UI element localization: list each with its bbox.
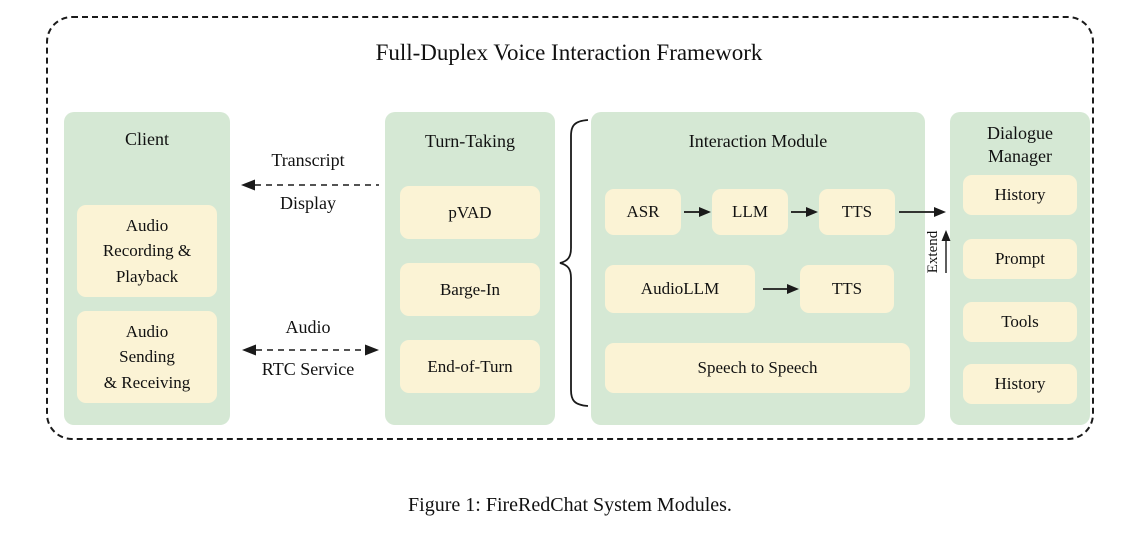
end-of-turn-box: End-of-Turn (400, 340, 540, 393)
pvad-box: pVAD (400, 186, 540, 239)
tts-box-row1: TTS (819, 189, 895, 235)
interaction-module-title: Interaction Module (688, 131, 828, 151)
turn-taking-panel-title: Turn-Taking (424, 131, 516, 151)
dialogue-manager-title: Dialogue Manager (987, 123, 1053, 167)
framework-dashed-border (46, 16, 1094, 440)
transcript-label: Transcript (271, 150, 345, 170)
barge-in-box: Barge-In (400, 263, 540, 316)
speech-to-speech-box: Speech to Speech (605, 343, 910, 393)
extend-label: Extend (925, 230, 941, 274)
prompt-box: Prompt (963, 239, 1077, 279)
history-box-1: History (963, 175, 1077, 215)
rtc-service-label: RTC Service (261, 359, 355, 379)
audio-label: Audio (285, 317, 331, 337)
tts-box-row2: TTS (800, 265, 894, 313)
audiollm-box: AudioLLM (605, 265, 755, 313)
client-panel-title: Client (125, 129, 169, 149)
llm-box: LLM (712, 189, 788, 235)
framework-title: Full-Duplex Voice Interaction Framework (375, 40, 763, 65)
tools-box: Tools (963, 302, 1077, 342)
history-box-2: History (963, 364, 1077, 404)
audio-sending-receiving-box: Audio Sending & Receiving (77, 311, 217, 403)
display-label: Display (280, 193, 336, 213)
figure-caption: Figure 1: FireRedChat System Modules. (408, 494, 732, 516)
asr-box: ASR (605, 189, 681, 235)
audio-recording-playback-box: Audio Recording & Playback (77, 205, 217, 297)
